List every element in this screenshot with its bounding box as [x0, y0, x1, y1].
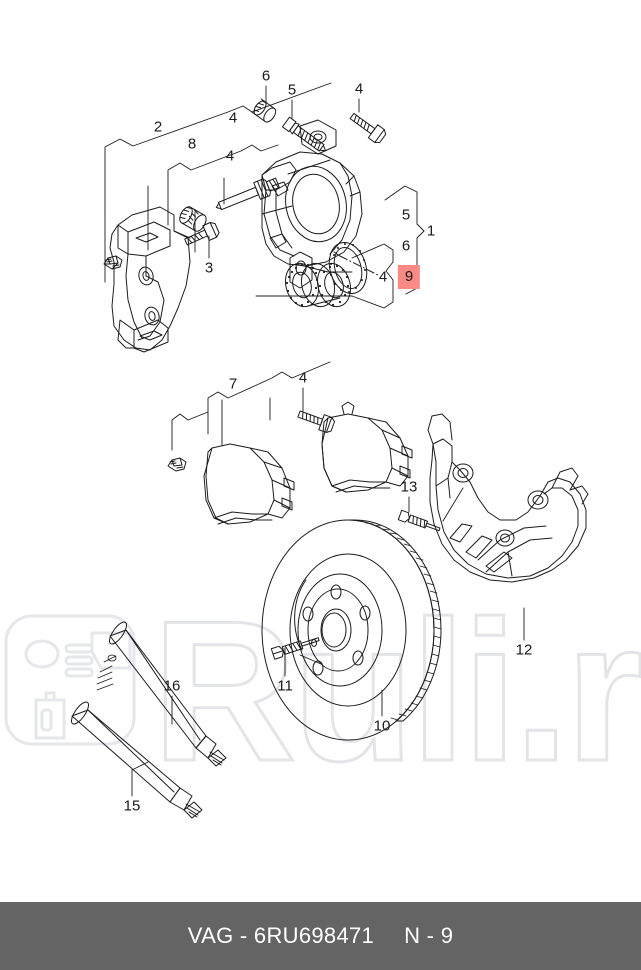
part-hex-bolt-3 — [184, 221, 220, 246]
part-grease-tube-15 — [70, 701, 203, 819]
grease-detail-lines — [96, 654, 117, 691]
page-number-label: N - 9 — [404, 923, 454, 948]
callout-3: 3 — [204, 259, 214, 277]
callout-4: 4 — [298, 369, 308, 387]
part-brake-pad-inner-7 — [203, 443, 295, 525]
callout-4: 4 — [228, 109, 238, 127]
exploded-view-svg — [70, 82, 589, 819]
diagram-canvas: Ruli.ru — [4, 67, 641, 819]
callout-5: 5 — [401, 206, 411, 224]
screw-11-leader — [284, 647, 322, 677]
part-grease-tube-16 — [108, 621, 227, 767]
part-brake-pad-outer-7 — [321, 401, 413, 493]
part-bushing-8b — [179, 206, 207, 232]
footer-bar: VAG - 6RU698471 N - 9 — [0, 902, 641, 970]
part-hex-bolt-4e — [297, 410, 336, 433]
callout-7: 7 — [228, 375, 238, 393]
callout-2: 2 — [153, 118, 163, 136]
callout-4: 4 — [225, 147, 235, 165]
callout-13: 13 — [400, 478, 418, 496]
part-caliper-housing-1 — [261, 119, 381, 289]
part-splash-shield-12 — [427, 413, 589, 583]
part-bushing-6a — [251, 98, 277, 123]
part-shield-bolt-13 — [397, 509, 441, 532]
pads-leader-lines — [171, 361, 331, 451]
part-guide-bolt-5a — [281, 116, 327, 152]
bolt-13-leader — [408, 487, 464, 522]
part-dust-seal-4d — [328, 242, 368, 294]
part-brake-disc-10 — [261, 519, 442, 741]
callout-9-highlighted: 9 — [397, 265, 421, 289]
callout-6: 6 — [261, 67, 271, 85]
part-hex-bolt-4a — [349, 112, 387, 143]
callout-16: 16 — [163, 677, 181, 695]
callout-8: 8 — [187, 135, 197, 153]
callout-6: 6 — [401, 237, 411, 255]
callout-10: 10 — [373, 717, 391, 735]
part-caliper-carrier-2 — [109, 206, 191, 353]
catalog-number-label: VAG - 6RU698471 — [187, 923, 375, 948]
disc-vent-fins — [365, 522, 442, 721]
callout-5: 5 — [287, 81, 297, 99]
callout-4: 4 — [378, 268, 388, 286]
tubes-leader-lines — [131, 695, 173, 797]
callout-4: 4 — [354, 80, 364, 98]
callout-11: 11 — [277, 677, 293, 695]
part-clip-8 — [103, 255, 123, 270]
callout-15: 15 — [123, 797, 141, 815]
callout-1: 1 — [426, 222, 436, 240]
part-pad-clip — [167, 457, 187, 472]
callout-12: 12 — [515, 641, 533, 659]
technical-drawing-layer — [70, 82, 589, 819]
part-disc-screw-11 — [270, 637, 320, 660]
